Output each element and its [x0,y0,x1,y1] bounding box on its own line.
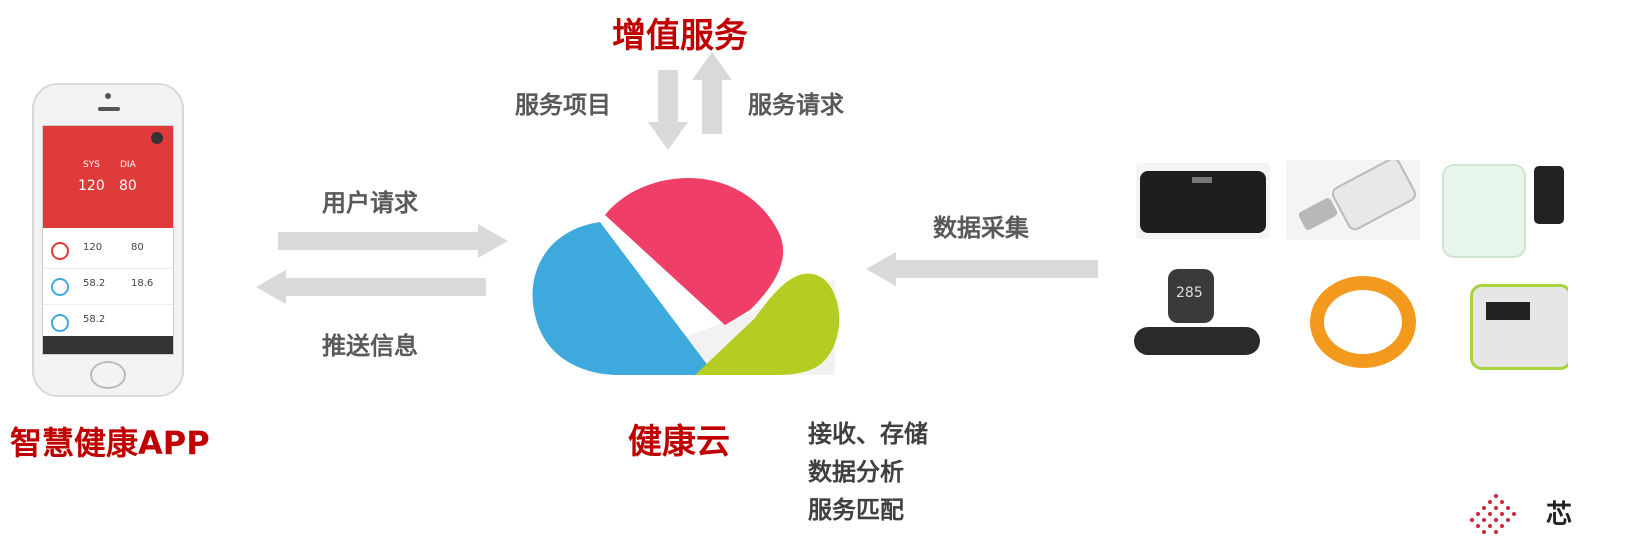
sensor-plug [1297,196,1339,232]
scale-display [1192,177,1212,183]
sys-label: SYS [83,160,100,170]
oximeter-body [1470,284,1568,370]
smartphone: SYS DIA 120 80 120 80 58.2 18.6 58.2 [32,83,184,397]
sensor-phone [1329,160,1419,234]
pulse-oximeter-image [1466,268,1568,380]
sys-value: 120 [78,178,105,194]
service-request-label: 服务请求 [748,91,844,119]
row-icon [51,314,69,332]
smart-health-app-title: 智慧健康APP [10,424,210,462]
watch-face: 285 [1168,269,1214,323]
row-left-value: 120 [83,242,103,253]
avatar [151,132,163,144]
screen-row-1: 120 80 [43,234,173,269]
bp-monitor-image [1438,160,1568,260]
row-icon [51,242,69,260]
service-items-label: 服务项目 [515,91,611,119]
row-icon [51,278,69,296]
up-arrow-icon [692,52,732,134]
dia-value: 80 [119,178,137,194]
health-cloud-graphic [532,177,840,375]
bp-cuff [1442,164,1526,258]
value-added-service-title: 增值服务 [612,16,748,56]
screen-row-3: 58.2 [43,306,173,340]
cloud-function-data-analysis: 数据分析 [808,458,904,486]
heart-rate-watch-image: 285 [1130,265,1264,377]
row-right-value: 80 [131,242,144,253]
watch-reading: 285 [1176,285,1203,301]
phone-speaker [98,107,120,111]
phone-screen: SYS DIA 120 80 120 80 58.2 18.6 58.2 [42,125,174,355]
phone-camera [105,93,111,99]
brand-logo-text: 芯 [1546,500,1573,530]
user-request-label: 用户请求 [322,189,418,217]
screen-header: SYS DIA 120 80 [43,126,173,228]
dia-label: DIA [120,160,136,170]
cloud-function-receive-store: 接收、存储 [808,420,928,448]
down-arrow-icon [648,70,688,150]
band-ring [1310,276,1416,368]
cloud-function-service-match: 服务匹配 [808,496,904,524]
oximeter-screen [1486,302,1530,320]
fitness-band-image [1300,268,1440,378]
brand-logo-icon [1470,494,1516,534]
chest-strap [1134,327,1260,355]
phone-sensor-image [1286,160,1420,240]
push-info-label: 推送信息 [322,332,418,360]
screen-row-2: 58.2 18.6 [43,270,173,305]
right-arrow-icon [278,224,508,258]
row-right-value: 18.6 [131,278,154,289]
smart-scale-image [1136,163,1270,239]
left-arrow-icon [256,270,486,304]
row-left-value: 58.2 [83,278,106,289]
home-button [90,361,126,389]
health-cloud-title: 健康云 [628,422,730,462]
screen-tabbar [43,336,173,354]
collect-arrow-icon [866,252,1098,286]
row-left-value: 58.2 [83,314,106,325]
data-collection-label: 数据采集 [933,214,1029,242]
bp-phone [1534,166,1564,224]
